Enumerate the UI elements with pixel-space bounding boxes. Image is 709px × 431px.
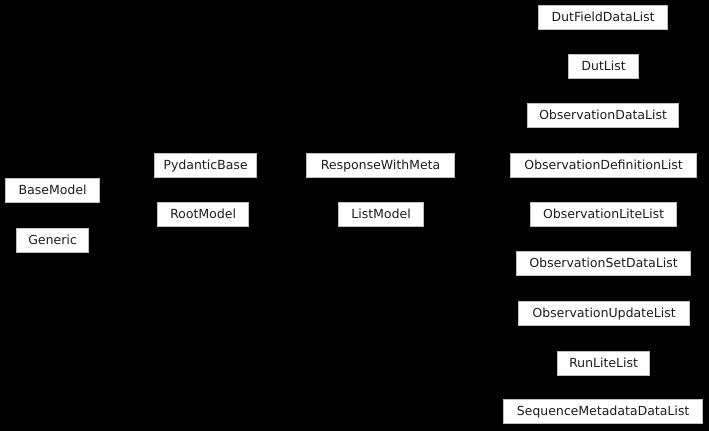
inheritance-edge xyxy=(423,214,504,412)
class-node-dut-field-data-list[interactable]: DutFieldDataList xyxy=(538,5,668,30)
inheritance-edge xyxy=(88,214,158,241)
class-node-response-with-meta[interactable]: ResponseWithMeta xyxy=(306,153,455,178)
inheritance-edge xyxy=(454,165,504,412)
class-node-sequence-metadata-data-list[interactable]: SequenceMetadataDataList xyxy=(503,399,703,424)
inheritance-edge xyxy=(99,190,158,215)
class-node-observation-set-data-list[interactable]: ObservationSetDataList xyxy=(516,251,691,276)
class-node-generic[interactable]: Generic xyxy=(16,228,89,253)
inheritance-edge xyxy=(423,214,517,264)
class-node-observation-definition-list[interactable]: ObservationDefinitionList xyxy=(510,153,697,178)
class-node-observation-update-list[interactable]: ObservationUpdateList xyxy=(518,301,690,326)
class-node-observation-data-list[interactable]: ObservationDataList xyxy=(527,103,679,128)
inheritance-edge xyxy=(99,165,155,191)
class-node-list-model[interactable]: ListModel xyxy=(338,202,424,227)
inheritance-edge xyxy=(423,66,569,215)
inheritance-edge xyxy=(423,17,539,215)
class-node-pydantic-base[interactable]: PydanticBase xyxy=(154,153,257,178)
class-node-run-lite-list[interactable]: RunLiteList xyxy=(557,351,650,376)
inheritance-edge xyxy=(454,165,519,314)
inheritance-edge xyxy=(454,17,539,166)
inheritance-edge xyxy=(423,214,558,364)
inheritance-edge xyxy=(454,165,517,264)
inheritance-edge xyxy=(423,214,519,314)
class-node-observation-lite-list[interactable]: ObservationLiteList xyxy=(530,202,677,227)
class-node-root-model[interactable]: RootModel xyxy=(157,202,249,227)
class-node-base-model[interactable]: BaseModel xyxy=(5,178,100,203)
class-node-dut-list[interactable]: DutList xyxy=(568,54,639,79)
